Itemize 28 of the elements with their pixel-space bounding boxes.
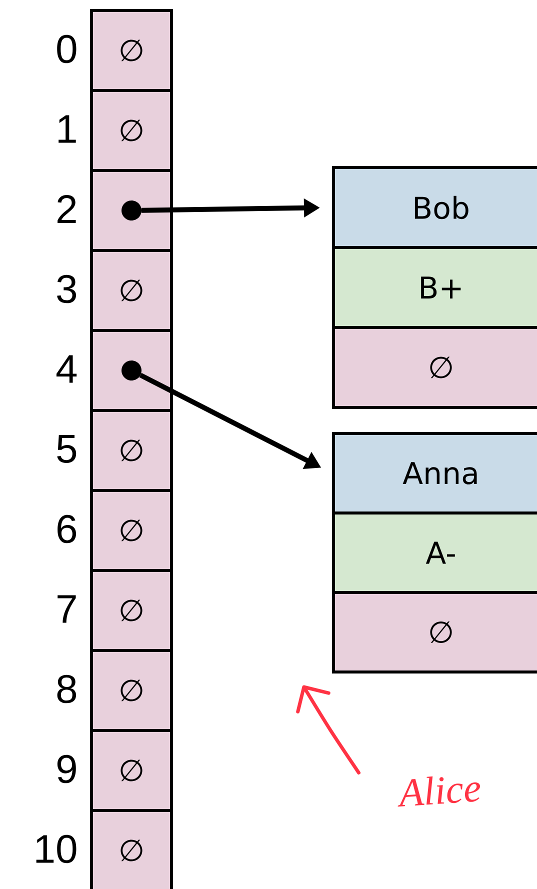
index-number: 0 [57,34,76,64]
array-cell: ∅ [90,729,173,812]
index-number: 1 [58,115,76,143]
array-cell: ∅ [90,409,173,492]
index-number: 5 [57,435,76,463]
index-number: 3 [57,274,76,304]
index-number: 10 [36,834,76,864]
array-cell: ∅ [90,9,173,92]
array-cell: ∅ [90,569,173,652]
index-number: 2 [58,195,76,223]
record-field: ∅ [332,591,537,674]
index-number: 6 [58,514,76,544]
record-field: Anna [332,432,537,514]
record-field: B+ [332,246,537,329]
array-cell: ∅ [90,649,173,732]
handwritten-label: Alice [398,776,480,807]
index-number: 9 [57,754,76,784]
record-field: A- [332,512,537,594]
index-number: 7 [58,595,76,623]
array-cell: ∅ [90,809,173,889]
index-number: 4 [56,355,77,383]
handwritten-arrow [296,685,360,774]
array-cell: ∅ [90,489,173,572]
array-cell: ∅ [90,249,173,332]
index-number: 8 [57,674,76,704]
record-field: ∅ [332,326,537,409]
array-cell: ∅ [90,89,173,172]
record-field: Bob [332,166,537,249]
